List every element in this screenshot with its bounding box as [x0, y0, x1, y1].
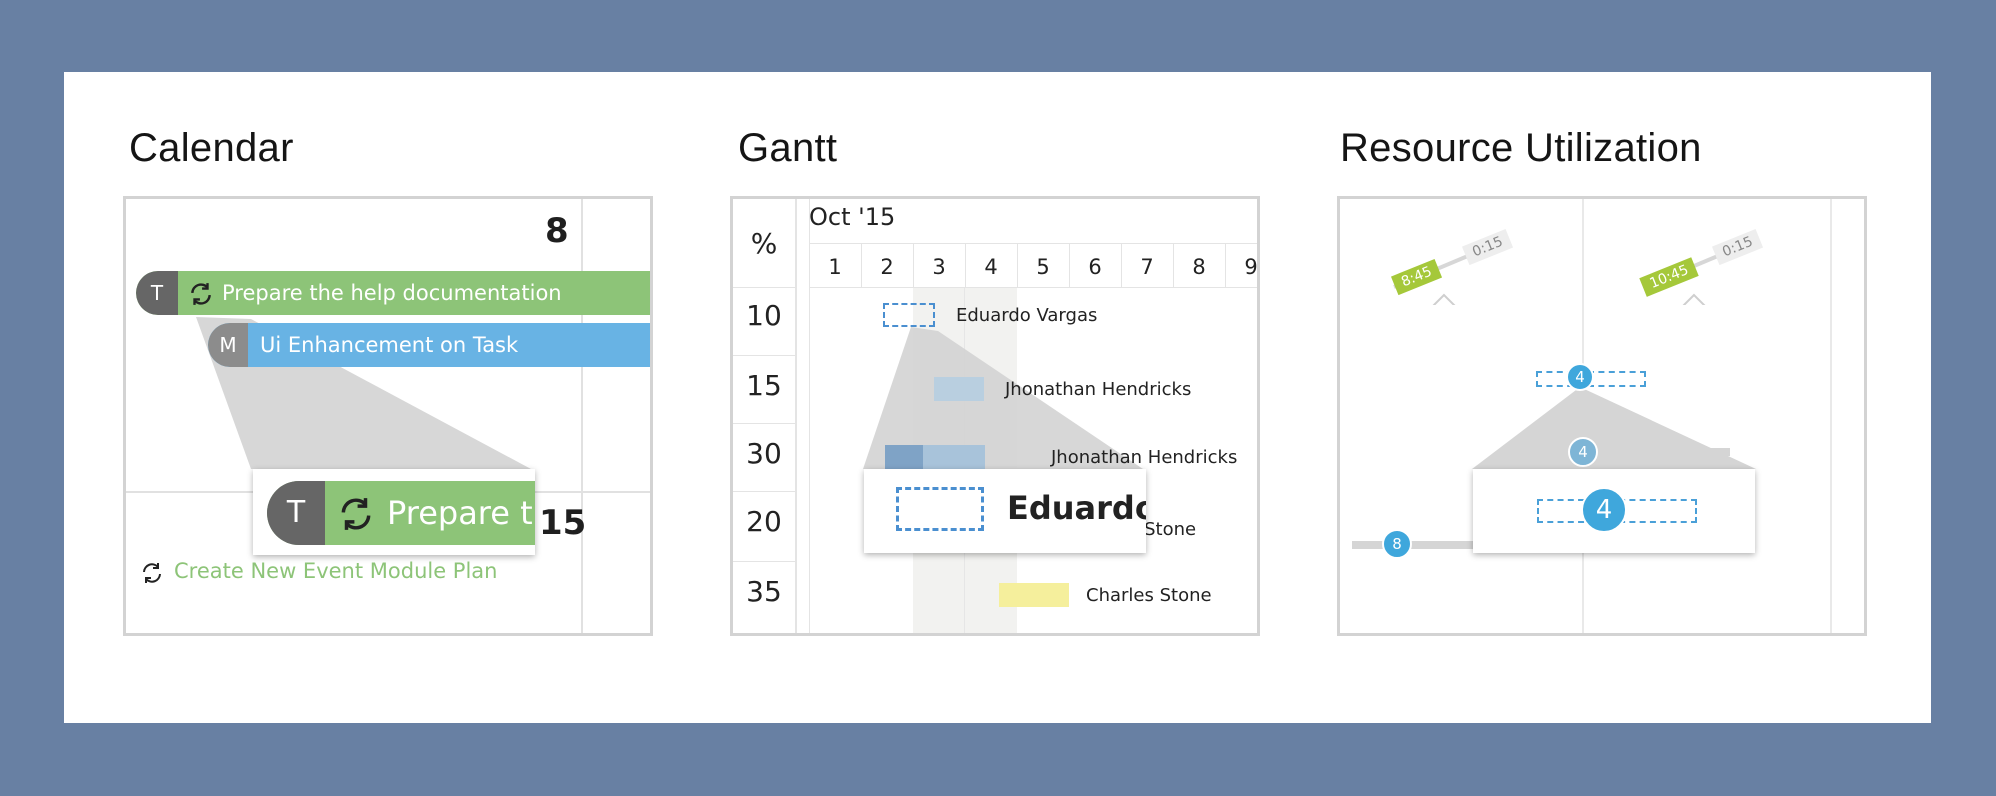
day-header: 7	[1140, 255, 1154, 279]
gantt-task-label: Jhonathan Hendricks	[1005, 379, 1192, 400]
calendar-grid-line	[581, 199, 583, 633]
day-header: 4	[984, 255, 998, 279]
calendar-event-label: Ui Enhancement on Task	[260, 333, 519, 357]
gantt-task-label: Jhonathan Hendricks	[1051, 447, 1238, 468]
resource-panel: 8:45 0:15 10:45 0:15 4 4 8 4	[1337, 196, 1867, 636]
day-header: 8	[1192, 255, 1206, 279]
allocation-bar	[1352, 541, 1482, 549]
day-header: 5	[1036, 255, 1050, 279]
resource-zoom-preview: 4	[1473, 469, 1755, 553]
row-divider	[733, 561, 795, 562]
header-divider	[809, 243, 1257, 244]
calendar-zoom-preview: T Prepare th	[253, 469, 535, 555]
row-divider	[733, 355, 795, 356]
resource-grid-line	[1830, 199, 1832, 633]
calendar-day-number: 15	[539, 503, 587, 543]
day-header: 6	[1088, 255, 1102, 279]
day-divider	[1017, 243, 1018, 287]
gantt-zoom-preview: Eduardo V	[864, 469, 1146, 553]
day-divider	[1173, 243, 1174, 287]
gantt-task-label-zoomed: Eduardo V	[1007, 489, 1146, 527]
row-divider	[733, 491, 795, 492]
gantt-task-label: Eduardo Vargas	[956, 305, 1098, 326]
gantt-section-title: Gantt	[738, 126, 838, 170]
resource-section-title: Resource Utilization	[1340, 126, 1702, 170]
zoom-projection	[1472, 387, 1756, 469]
day-divider	[861, 243, 862, 287]
avatar: T	[267, 481, 325, 545]
day-header: 1	[828, 255, 842, 279]
create-event-label: Create New Event Module Plan	[174, 559, 498, 583]
gantt-month-header: Oct '15	[809, 203, 896, 231]
percent-column: % 10 15 30 20 35	[733, 199, 797, 633]
calendar-event-zoomed: T Prepare th	[267, 481, 535, 545]
allocation-count-badge: 8	[1382, 529, 1412, 559]
calendar-day-number: 8	[545, 211, 569, 251]
gantt-task-bar[interactable]	[883, 303, 935, 327]
calendar-panel: 8 15 T Prepare the help documentation M …	[123, 196, 653, 636]
day-header: 3	[932, 255, 946, 279]
recurring-icon	[143, 563, 161, 583]
gantt-panel: % 10 15 30 20 35 Oct '15 1 2 3 4 5 6 7 8…	[730, 196, 1260, 636]
zoom-projection	[863, 327, 1143, 469]
recurring-icon	[191, 283, 211, 305]
allocation-count-badge: 4	[1581, 487, 1627, 533]
day-header: 9	[1244, 255, 1258, 279]
gantt-task-bar-zoomed	[896, 487, 984, 531]
gantt-progress	[885, 445, 923, 469]
day-divider	[1121, 243, 1122, 287]
calendar-event[interactable]: M Ui Enhancement on Task	[208, 323, 650, 367]
percent-value: 30	[746, 437, 782, 470]
allocation-count-badge: 4	[1566, 363, 1594, 391]
header-divider	[809, 287, 1257, 288]
row-divider	[733, 287, 795, 288]
allocation-count-badge: 4	[1568, 437, 1598, 467]
day-divider	[1069, 243, 1070, 287]
recurring-icon	[341, 498, 371, 530]
calendar-event[interactable]: T Prepare the help documentation	[136, 271, 650, 315]
percent-header: %	[750, 227, 778, 260]
avatar: M	[208, 323, 248, 367]
gantt-task-bar[interactable]	[934, 377, 984, 401]
percent-value: 10	[746, 299, 782, 332]
day-divider	[913, 243, 914, 287]
gantt-task-label: Charles Stone	[1086, 585, 1212, 606]
calendar-section-title: Calendar	[129, 126, 294, 170]
day-divider	[965, 243, 966, 287]
day-header: 2	[880, 255, 894, 279]
day-divider	[1225, 243, 1226, 287]
avatar: T	[136, 271, 178, 315]
gantt-task-bar[interactable]	[999, 583, 1069, 607]
percent-value: 35	[746, 575, 782, 608]
percent-value: 20	[746, 505, 782, 538]
calendar-event-label: Prepare the help documentation	[222, 281, 562, 305]
allocation-bar	[1538, 448, 1730, 456]
gantt-gutter	[797, 199, 810, 633]
percent-value: 15	[746, 369, 782, 402]
calendar-event-label: Prepare th	[387, 494, 535, 532]
row-divider	[733, 423, 795, 424]
